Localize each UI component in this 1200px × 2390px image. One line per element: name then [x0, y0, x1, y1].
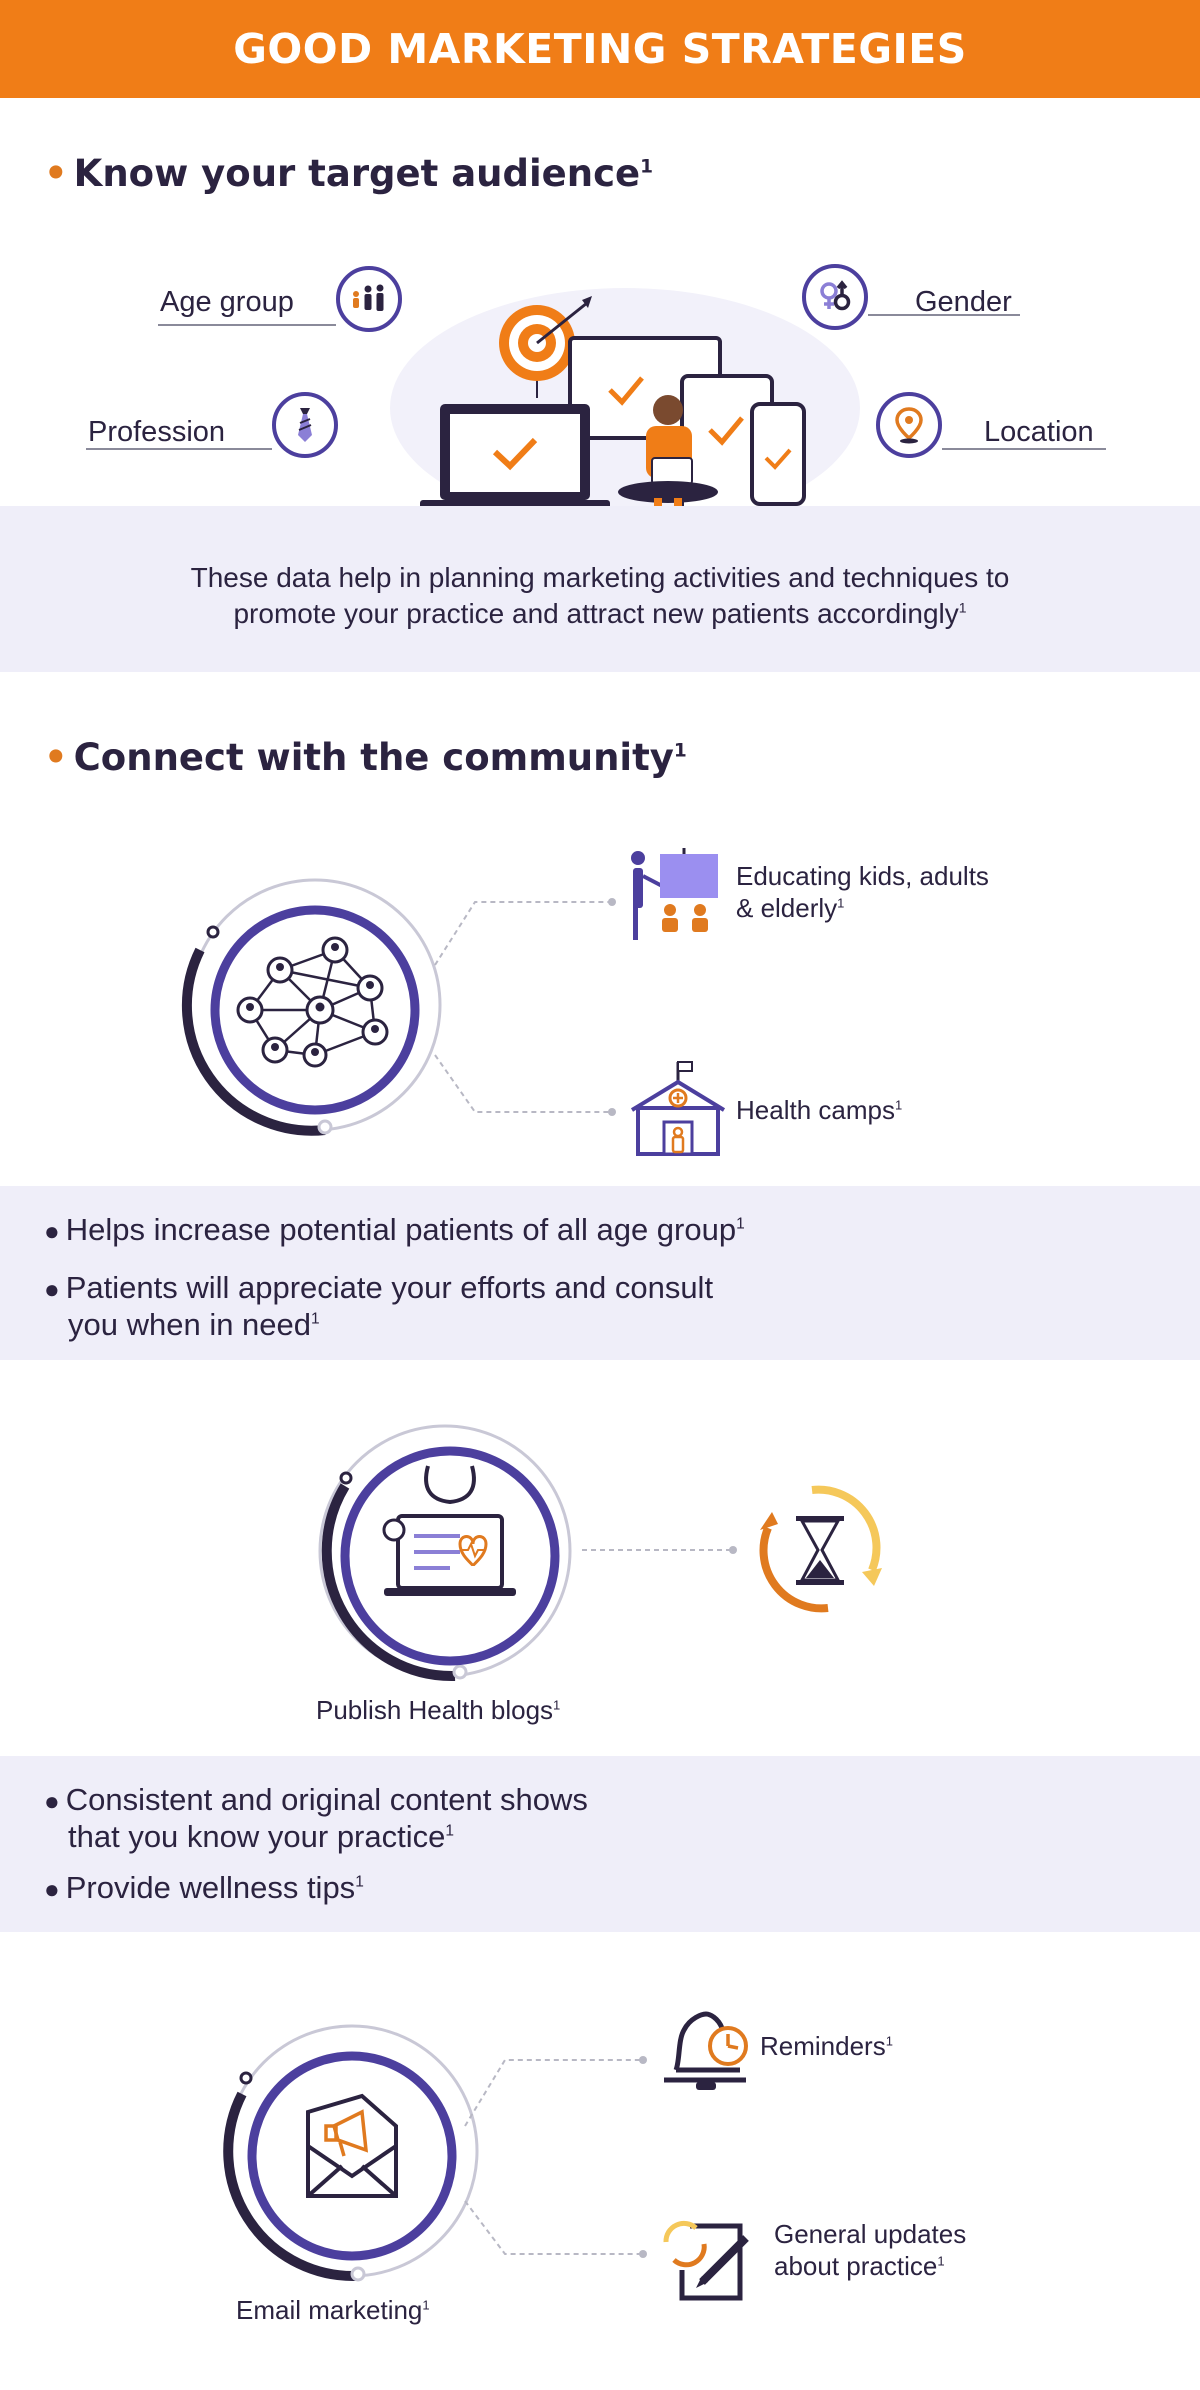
attribute-location-label: Location — [984, 416, 1094, 448]
attribute-age-group-label: Age group — [160, 286, 294, 318]
info-band-target-audience — [0, 506, 1200, 672]
gender-icon — [802, 264, 868, 330]
page-title: GOOD MARKETING STRATEGIES — [233, 25, 967, 73]
community-bullet-2: ●Patients will appreciate your efforts a… — [44, 1270, 714, 1342]
attribute-profession-label: Profession — [88, 416, 226, 448]
bullet-dot: • — [44, 152, 68, 195]
community-item-educating: Educating kids, adults & elderly1 — [736, 861, 989, 923]
blog-connector — [582, 1546, 737, 1554]
location-pin-icon — [876, 392, 942, 458]
email-marketing-graphic — [223, 2024, 479, 2282]
tie-icon — [272, 392, 338, 458]
health-blog-graphic — [318, 1424, 572, 1682]
community-bullet-1: ●Helps increase potential patients of al… — [44, 1212, 745, 1247]
reminder-bell-icon — [664, 2011, 748, 2090]
page-header: GOOD MARKETING STRATEGIES — [0, 0, 1200, 98]
gender-underline — [868, 314, 1020, 316]
community-network-graphic — [181, 878, 442, 1136]
email-caption: Email marketing1 — [236, 2295, 430, 2325]
info-band-blogs — [0, 1756, 1200, 1932]
band-text-target-audience: These data help in planning marketing ac… — [190, 562, 1010, 629]
section-title-community: •Connect with the community1 — [44, 736, 687, 779]
attribute-gender-label: Gender — [915, 286, 1012, 318]
bullet-dot: • — [44, 736, 68, 779]
blog-bullet-1: ●Consistent and original content shows t… — [44, 1782, 588, 1854]
email-connectors — [464, 2056, 647, 2258]
hourglass-cycle-icon — [759, 1485, 882, 1613]
update-edit-icon — [663, 2220, 749, 2301]
email-item-reminders: Reminders1 — [760, 2031, 893, 2061]
profession-underline — [86, 448, 272, 450]
section-title-target-audience: •Know your target audience1 — [44, 152, 654, 195]
blog-caption: Publish Health blogs1 — [316, 1695, 561, 1725]
blog-bullet-2: ●Provide wellness tips1 — [44, 1870, 364, 1905]
teacher-icon — [631, 848, 718, 940]
location-underline — [942, 448, 1106, 450]
community-item-health-camps: Health camps1 — [736, 1095, 903, 1125]
age-group-underline — [158, 324, 336, 326]
community-connectors — [434, 898, 616, 1116]
email-item-general-updates: General updates about practice1 — [774, 2219, 967, 2281]
info-band-community — [0, 1186, 1200, 1360]
marketing-devices-illustration — [370, 288, 860, 528]
health-camp-icon — [630, 1061, 726, 1156]
family-icon — [336, 266, 402, 332]
